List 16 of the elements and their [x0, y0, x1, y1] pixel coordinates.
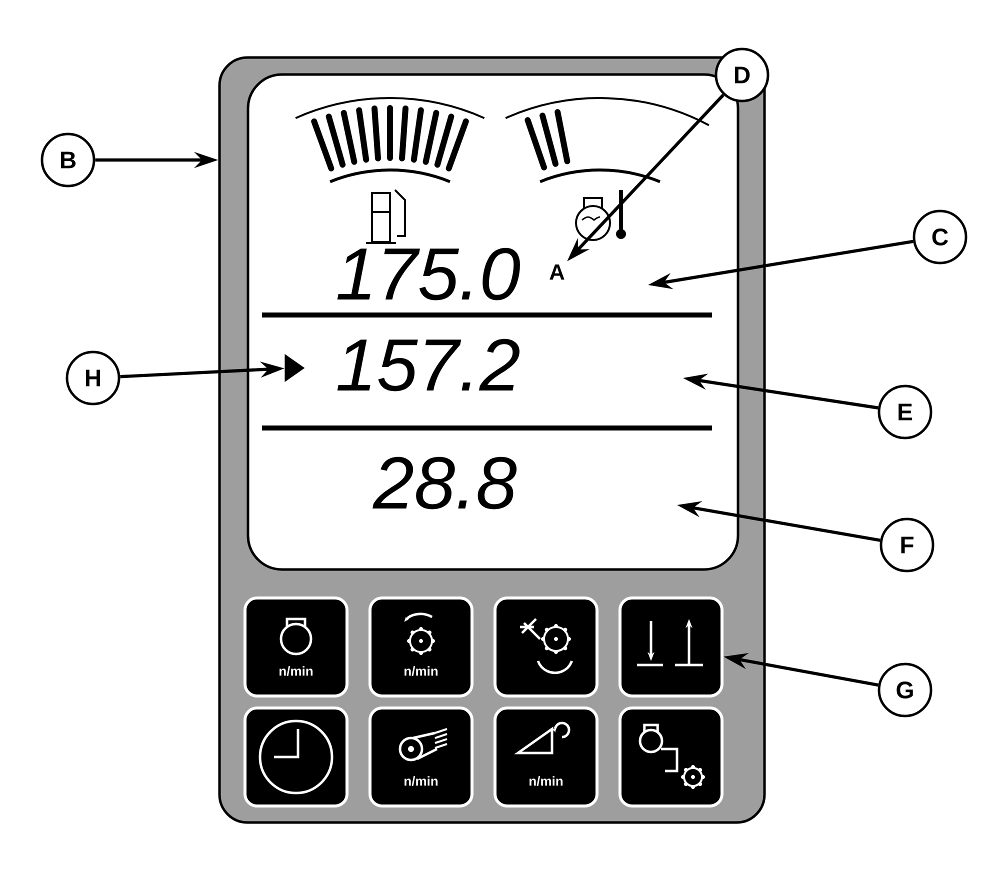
callout-letter: D — [714, 48, 770, 102]
callout-letter: F — [880, 518, 934, 572]
display-symbol: A — [550, 264, 564, 280]
callout-letter: E — [878, 384, 932, 440]
callout-letter: B — [40, 132, 96, 188]
callout-letter: H — [66, 350, 120, 406]
button: n/min — [494, 706, 598, 808]
digital-readout: 157.2 — [337, 338, 520, 392]
digital-readout: 28.8 — [372, 456, 517, 510]
digital-readout: 175.0 — [337, 248, 520, 300]
pointer-triangle — [284, 354, 305, 382]
callout-letter: G — [878, 662, 932, 718]
button: n/min — [368, 706, 474, 808]
button: n/min — [244, 596, 348, 698]
button: n/min — [368, 596, 474, 698]
callout-letter: C — [912, 210, 968, 264]
